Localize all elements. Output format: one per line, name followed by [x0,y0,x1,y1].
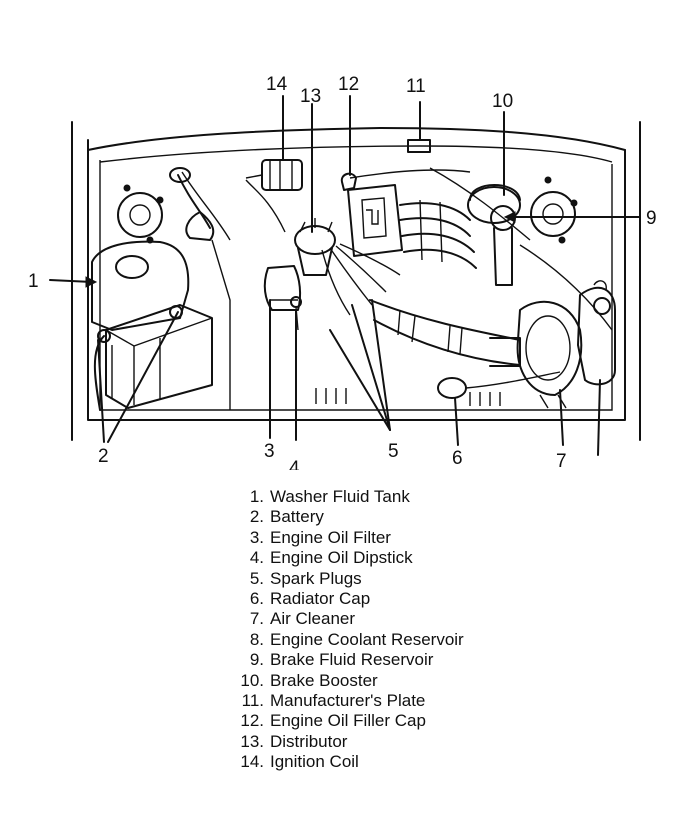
legend-label: Engine Oil Filter [270,527,391,547]
engine-compartment-diagram: 1 2 3 4 5 6 7 8 9 10 11 12 13 14 [28,74,657,470]
legend-item: 10. Brake Booster [228,671,588,691]
legend-label: Distributor [270,731,348,751]
battery [93,304,213,411]
legend-number: 6. [249,589,264,609]
callout-7: 7 [556,451,567,470]
legend-number: 1. [249,487,264,506]
air-cleaner [516,300,583,409]
engine-bay-outline [71,121,641,441]
legend-number: 13. [240,731,264,751]
legend-item: 5. Spark Plugs [228,569,588,589]
callout-numbers: 1 2 3 4 5 6 7 8 9 10 11 12 13 14 [28,74,657,470]
callout-6: 6 [452,448,463,469]
legend-label: Brake Fluid Reservoir [270,650,434,670]
air-duct [369,299,521,367]
engine-oil-filter [263,265,302,311]
legend-label: Engine Coolant Reservoir [270,629,464,649]
engine-coolant-reservoir [577,280,616,386]
legend-label: Spark Plugs [270,568,362,588]
callout-5: 5 [388,441,399,462]
callout-2: 2 [98,446,109,467]
legend-item: 4. Engine Oil Dipstick [228,548,588,568]
legend-item: 7. Air Cleaner [228,609,588,629]
hoses [169,167,613,410]
legend-label: Radiator Cap [270,589,371,609]
legend-label: Manufacturer's Plate [270,691,426,711]
legend-label: Ignition Coil [270,752,359,772]
callout-13: 13 [300,86,321,107]
legend-number: 8. [249,629,264,649]
legend-item: 1. Washer Fluid Tank [228,487,588,507]
callout-12: 12 [338,74,359,95]
legend-number: 14. [240,752,264,772]
radiator-cap [437,371,561,399]
legend-item: 13. Distributor [228,732,588,752]
legend-number: 12. [240,711,264,731]
legend-number: 5. [249,568,264,588]
front-slots [315,388,501,406]
legend-number: 11. [241,691,264,711]
callout-3: 3 [264,441,275,462]
callout-1: 1 [28,271,39,292]
legend-item: 3. Engine Oil Filter [228,528,588,548]
right-strut-tower [530,176,578,244]
legend-label: Battery [270,507,324,527]
brake-booster [467,184,521,224]
legend-item: 6. Radiator Cap [228,589,588,609]
legend-label: Brake Booster [270,670,378,690]
legend-number: 10. [240,670,264,690]
left-strut-tower [117,184,164,244]
valve-cover [340,172,403,257]
legend-number: 3. [249,527,264,547]
legend-item: 8. Engine Coolant Reservoir [228,630,588,650]
intake-runners [399,199,477,269]
legend-item: 14. Ignition Coil [228,752,588,772]
legend-number: 4. [249,548,264,568]
legend-item: 2. Battery [228,507,588,527]
spark-plug-wires [321,243,401,316]
callout-10: 10 [492,91,513,112]
legend: 1. Washer Fluid Tank 2. Battery 3. Engine O… [228,487,588,773]
callout-9: 9 [646,208,657,229]
legend-item: 11. Manufacturer's Plate [228,691,588,711]
legend-label: Washer Fluid Tank [270,487,410,506]
legend-label: Engine Oil Dipstick [270,548,413,568]
legend-label: Engine Oil Filler Cap [270,711,426,731]
callout-11: 11 [406,76,426,97]
legend-item: 9. Brake Fluid Reservoir [228,650,588,670]
callout-leaders [49,95,641,456]
callout-14: 14 [266,74,288,95]
distributor [294,218,336,276]
legend-item: 12. Engine Oil Filler Cap [228,711,588,731]
ignition-coil [245,159,303,191]
legend-number: 2. [249,507,264,527]
callout-4: 4 [289,458,300,470]
legend-number: 9. [249,650,264,670]
washer-fluid-tank [91,240,190,331]
legend-number: 7. [249,609,264,629]
legend-label: Air Cleaner [270,609,356,629]
